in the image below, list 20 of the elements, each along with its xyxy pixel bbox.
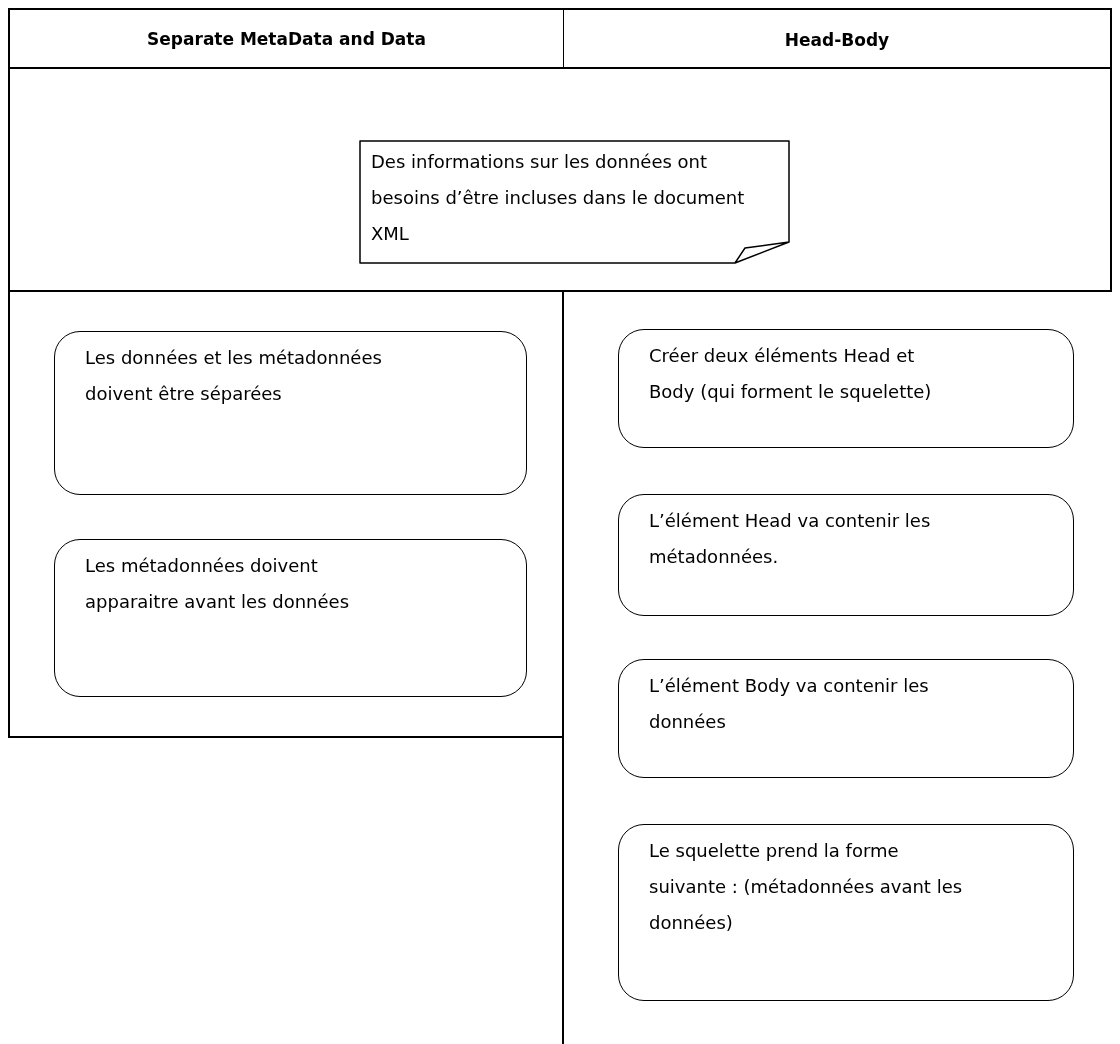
rounded-box — [618, 659, 1074, 778]
rounded-box — [618, 824, 1074, 1001]
box-text: Les données et les métadonnées doivent être séparées — [85, 346, 383, 406]
box-text: L’élément Head va contenir les métadonnées. — [649, 509, 932, 569]
box-text: L’élément Body va contenir les données — [649, 674, 930, 734]
box-text: Créer deux éléments Head et Body (qui forment le squelette) — [649, 344, 933, 404]
column-heading: Head-Body — [784, 29, 890, 50]
rounded-box — [618, 329, 1074, 448]
box-text: Les métadonnées doivent apparaitre avant les données — [85, 554, 351, 614]
column-header — [563, 8, 1112, 69]
rounded-box — [618, 494, 1074, 616]
column-heading: Separate MetaData and Data — [147, 28, 426, 49]
band-panel — [8, 67, 1112, 292]
note-shape — [359, 140, 790, 264]
column-panel — [8, 290, 564, 738]
box-text: Des informations sur les données ont besoins d’être incluses dans le document XML — [371, 151, 745, 244]
column-header — [8, 8, 564, 69]
rounded-box — [54, 331, 527, 495]
box-text: Le squelette prend la forme suivante : (métadonnées avant les données) — [649, 839, 964, 935]
rounded-box — [54, 539, 527, 697]
